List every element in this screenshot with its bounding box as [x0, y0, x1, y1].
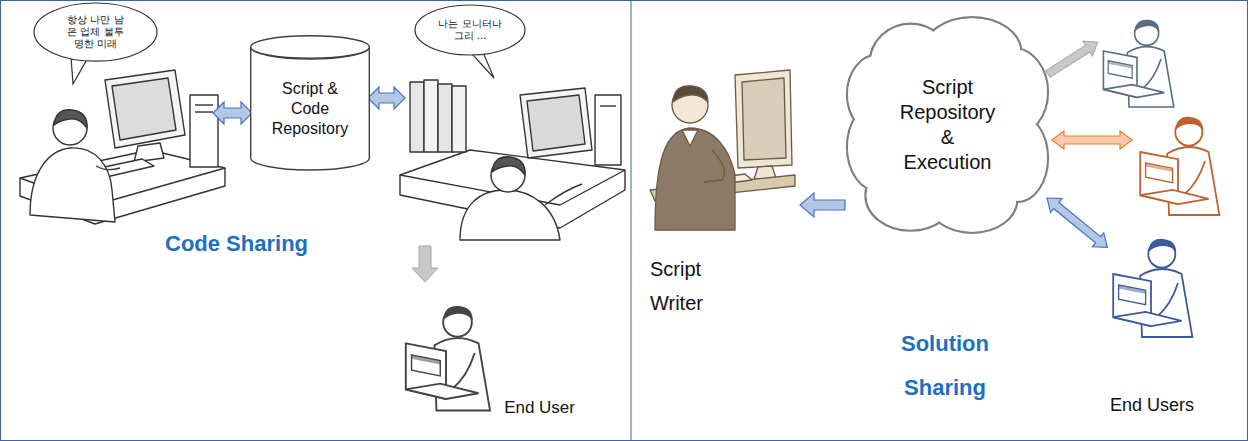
node-text: Script & Code Repository	[264, 79, 356, 139]
speech-bubble: 나는 모니터나 그리 ...	[414, 4, 526, 56]
developer-desk-left-part	[195, 104, 213, 105]
developer-desk-left-part	[195, 111, 213, 112]
developer-desk-right-part	[410, 82, 424, 152]
end-user-arrows-part	[1052, 131, 1132, 149]
developer-desk-left-part	[112, 78, 176, 140]
node-text: Script Repository & Execution	[898, 75, 998, 175]
cloud-lobe-fill	[871, 47, 1025, 203]
script-writer-clipart-part	[682, 130, 698, 146]
end-user-figure: End User	[395, 282, 575, 432]
cloud-outline	[847, 17, 1048, 233]
developer-desk-right-part	[438, 84, 452, 152]
node-text: 나는 모니터나 그리 ...	[437, 18, 503, 42]
end-user-figures	[1103, 20, 1219, 337]
deliver-arrow-part	[412, 246, 438, 282]
developer-desk-left-part	[105, 70, 185, 148]
script-writer-clipart-part	[655, 128, 735, 230]
developer-desk-right-part	[520, 88, 592, 158]
speech-bubble: 항상 나만 남은 업체 불투명한 미래	[33, 2, 158, 62]
flow-arrow	[800, 193, 845, 217]
end-user-figure-part	[406, 306, 490, 410]
script-writer-clipart	[650, 70, 795, 230]
end-user-arrows-part	[1041, 191, 1113, 254]
script-writer-clipart-part	[673, 86, 708, 102]
end-user-figures-part	[1140, 117, 1219, 215]
script-writer-figure: Script Writer	[635, 60, 800, 320]
bubble-outline	[415, 5, 525, 55]
developer-desk-left-part	[54, 110, 87, 128]
cylinder-body	[251, 47, 370, 170]
script-writer-clipart-part	[742, 78, 786, 160]
developer-desk-right-part	[545, 184, 582, 205]
repository-arrows-part	[368, 87, 405, 109]
cloud-fill	[848, 18, 1047, 232]
end-user-figures-part	[1103, 20, 1173, 107]
developer-desk-right-part	[452, 86, 466, 152]
end-user-arrows-part	[1041, 191, 1113, 254]
bubble-outline	[34, 3, 157, 61]
end-user-figure	[406, 306, 490, 410]
developer-desk-right-part	[492, 157, 525, 175]
end-user-arrows-part	[1043, 35, 1102, 82]
end-user-arrows-part	[1043, 35, 1102, 82]
end-user-figures-part	[1113, 239, 1192, 337]
developer-desk-right	[400, 80, 625, 240]
group-label: End Users	[1110, 395, 1194, 417]
developer-desk-left-part	[190, 95, 218, 167]
developer-desk-right-part	[527, 95, 585, 151]
cloud-outline	[845, 15, 1050, 235]
end-user-arrows-part	[1052, 131, 1132, 149]
section-title: Solution Sharing	[880, 322, 1010, 410]
node-text: 항상 나만 남은 업체 불투명한 미래	[63, 14, 129, 50]
section-title: Code Sharing	[165, 231, 308, 257]
deliver-arrow	[412, 246, 438, 282]
node-text: Script Writer	[650, 252, 730, 320]
developer-desk-right-part	[600, 105, 616, 106]
developer-desk-left-part	[96, 166, 120, 170]
script-writer-clipart-part	[704, 150, 724, 182]
developer-desk-right-part	[424, 80, 438, 152]
repository-arrows-part	[213, 102, 252, 124]
frame-part	[631, 0, 632, 441]
developer-desk-right-part	[595, 95, 621, 165]
repository-cloud: Script Repository & Execution	[845, 15, 1050, 235]
developer-desk-left-part	[30, 148, 115, 222]
cylinder-top	[251, 36, 370, 59]
node-text: End User	[504, 398, 575, 418]
script-writer-clipart-part	[735, 70, 792, 168]
developer-desk-left	[20, 70, 225, 224]
developer-desk-right-part	[460, 190, 560, 240]
repository-cylinder: Script & Code Repository	[250, 35, 370, 170]
